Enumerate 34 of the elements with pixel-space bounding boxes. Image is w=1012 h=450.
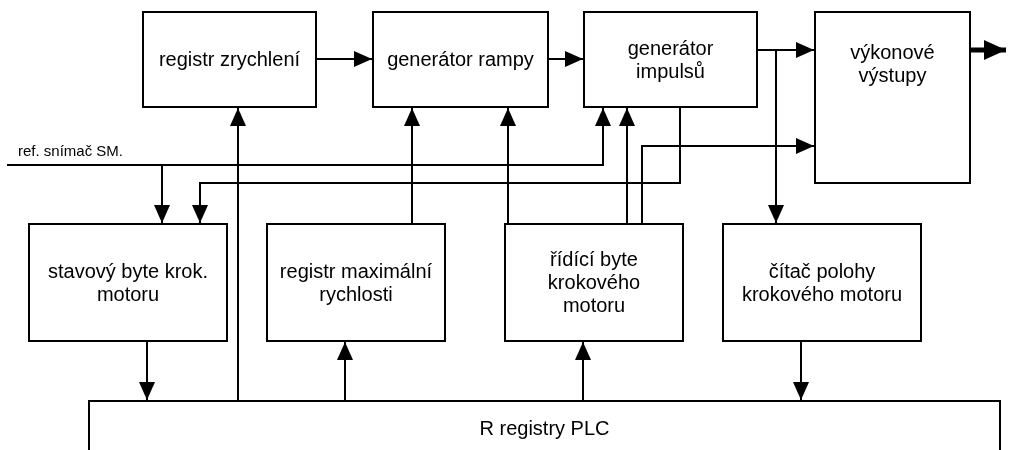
arrow: [139, 341, 155, 401]
block-label: R registry PLC: [478, 417, 611, 440]
arrow: [757, 49, 784, 224]
arrow: [793, 341, 809, 401]
block-label: výkonové výstupy: [849, 41, 936, 87]
block-box: [142, 11, 317, 108]
block-box: [814, 11, 971, 184]
block-label: registr zrychlení: [157, 48, 302, 71]
block-box: [504, 223, 684, 342]
block-label: čítač polohy krokového motoru: [740, 259, 904, 306]
arrow: [575, 341, 591, 401]
block-label: řídící byte krokového motoru: [546, 248, 642, 317]
block-label: generátor rampy: [386, 48, 535, 71]
arrow: [500, 107, 516, 224]
block-box: [372, 11, 549, 108]
arrow: [316, 51, 373, 67]
arrow: [6, 164, 170, 224]
block-label: generátor impulsů: [626, 36, 715, 83]
block-box: [28, 223, 228, 342]
block-box: [722, 223, 922, 342]
block-label: registr maximální rychlosti: [278, 259, 434, 306]
signal-label: ref. snímač SM.: [18, 140, 158, 162]
arrow: [404, 107, 420, 224]
arrow: [641, 138, 815, 224]
arrow: [548, 51, 584, 67]
block-box: [266, 223, 446, 342]
arrow: [619, 107, 635, 224]
arrow: [971, 40, 1006, 60]
block-label: stavový byte krok. motoru: [46, 259, 210, 306]
arrow: [192, 107, 681, 224]
arrow: [230, 107, 246, 401]
arrow: [337, 341, 353, 401]
block-box: [583, 11, 758, 108]
block-box: [88, 400, 1001, 450]
